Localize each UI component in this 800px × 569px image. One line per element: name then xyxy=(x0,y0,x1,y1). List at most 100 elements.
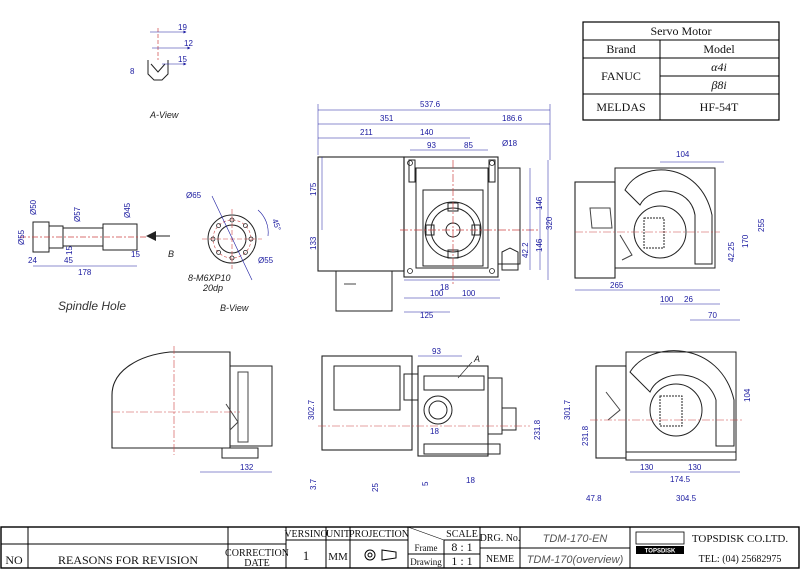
b-view-dim-d65: Ø65 xyxy=(186,191,202,200)
tb-unit-value: MM xyxy=(328,551,348,563)
spindle-dim-45: 45 xyxy=(64,256,73,265)
sb-dim-231: 231.8 xyxy=(581,425,590,446)
tb-scale-label: SCALE xyxy=(446,529,478,540)
front-dim-d18: Ø18 xyxy=(502,139,518,148)
spindle-dim-d55: Ø55 xyxy=(17,229,26,245)
tb-tel: TEL: (04) 25682975 xyxy=(699,554,782,565)
sb-dim-104: 104 xyxy=(743,388,752,402)
fb-dim-302: 302.7 xyxy=(307,399,316,420)
b-view-thread-depth: 20dp xyxy=(202,283,223,293)
fb-dim-18b: 18 xyxy=(466,476,475,485)
front-dim-146b: 146 xyxy=(535,238,544,252)
side-dim-100: 100 xyxy=(660,295,674,304)
sb-dim-130b: 130 xyxy=(688,463,702,472)
fb-dim-5: 5 xyxy=(421,481,430,486)
side-dim-104: 104 xyxy=(676,150,690,159)
spindle-dim-d50: Ø50 xyxy=(29,199,38,215)
front-dim-85: 85 xyxy=(464,141,473,150)
sb-dim-304: 304.5 xyxy=(676,494,697,503)
spindle-dim-d45: Ø45 xyxy=(123,202,132,218)
servo-col-brand: Brand xyxy=(606,42,635,56)
sb-dim-130a: 130 xyxy=(640,463,654,472)
fb-callout-a: A xyxy=(473,354,480,364)
tb-projection-label: PROJECTION xyxy=(349,529,409,540)
front-dim-133: 133 xyxy=(309,236,318,250)
tb-drawing-label: Drawing xyxy=(410,557,442,567)
company-logo-text: TOPSDISK xyxy=(645,549,676,555)
left-bottom-view: 132 xyxy=(111,346,273,473)
front-dim-93: 93 xyxy=(427,141,436,150)
sb-dim-47: 47.8 xyxy=(586,494,602,503)
b-arrow-label: B xyxy=(168,249,174,259)
spindle-hole-caption: Spindle Hole xyxy=(58,299,126,313)
tb-name-label: NEME xyxy=(486,554,514,565)
tb-frame-scale: 8 : 1 xyxy=(451,540,472,554)
tb-version-label: VERSINO xyxy=(284,529,327,540)
tb-version-value: 1 xyxy=(303,548,310,563)
sb-dim-174: 174.5 xyxy=(670,475,691,484)
tb-unit-label: UNIT xyxy=(326,529,350,540)
servo-motor-table: Servo Motor Brand Model FANUC α4i β8i ME… xyxy=(582,21,780,121)
b-view: Ø65 45° Ø55 8-M6XP10 20dp B-View xyxy=(186,191,283,313)
tb-company: TOPSDISK CO.LTD. xyxy=(692,533,789,545)
fb-dim-18a: 18 xyxy=(430,427,439,436)
spindle-hole-view: Ø50 Ø57 Ø45 Ø55 24 45 178 15 15 Spindle … xyxy=(17,199,148,313)
a-view-dim-12: 12 xyxy=(184,39,193,48)
side-top-view: 104 42.25 170 255 265 100 26 70 xyxy=(574,150,766,321)
servo-model-b8i: β8i xyxy=(710,78,726,92)
side-dim-255: 255 xyxy=(757,218,766,232)
side-dim-42: 42.25 xyxy=(727,241,736,262)
fb-dim-231: 231.8 xyxy=(533,419,542,440)
side-dim-70: 70 xyxy=(708,311,717,320)
tb-drg-no-label: DRG. No. xyxy=(480,533,521,544)
b-view-dim-45deg: 45° xyxy=(270,218,283,232)
b-view-caption: B-View xyxy=(220,303,249,313)
servo-table-title: Servo Motor xyxy=(651,24,712,38)
a-view: 19 12 8 15 A-View xyxy=(130,23,193,120)
spindle-dim-24: 24 xyxy=(28,256,37,265)
a-view-dim-19: 19 xyxy=(178,23,187,32)
fb-dim-25: 25 xyxy=(371,483,380,492)
front-dim-146a: 146 xyxy=(535,196,544,210)
tb-correction-label: CORRECTION xyxy=(225,548,289,559)
spindle-dim-15b: 15 xyxy=(131,250,140,259)
b-view-dim-d55: Ø55 xyxy=(258,256,274,265)
spindle-dim-178: 178 xyxy=(78,268,92,277)
tb-drawing-scale: 1 : 1 xyxy=(451,554,472,568)
fb-dim-3-7: 3.7 xyxy=(309,478,318,490)
side-dim-170: 170 xyxy=(741,234,750,248)
front-dim-211: 211 xyxy=(360,128,373,137)
front-bottom-view: 93 A 18 302.7 3.7 25 5 18 231.8 xyxy=(307,347,542,492)
servo-col-model: Model xyxy=(703,42,735,56)
sb-dim-301: 301.7 xyxy=(563,399,572,420)
spindle-dim-d57: Ø57 xyxy=(73,206,82,222)
tb-no-label: NO xyxy=(5,553,23,567)
front-dim-100b: 100 xyxy=(462,289,476,298)
a-view-dim-15: 15 xyxy=(178,55,187,64)
b-direction-arrow: B xyxy=(146,231,174,259)
tb-drg-no: TDM-170-EN xyxy=(543,533,608,545)
front-dim-125: 125 xyxy=(420,311,434,320)
company-logo: TOPSDISK xyxy=(635,531,685,555)
side-dim-26: 26 xyxy=(684,295,693,304)
spindle-dim-15a: 15 xyxy=(65,246,74,255)
servo-model-hf54t: HF-54T xyxy=(700,100,739,114)
tb-drawing-name: TDM-170(overview) xyxy=(527,554,624,566)
front-dim-320: 320 xyxy=(545,216,554,230)
front-dim-186: 186.6 xyxy=(502,114,523,123)
title-block: NO REASONS FOR REVISION CORRECTION DATE … xyxy=(0,526,800,569)
tb-date-label: DATE xyxy=(244,558,270,569)
front-top-view: 537.6 351 186.6 211 140 93 85 Ø18 xyxy=(309,100,554,320)
front-dim-140: 140 xyxy=(420,128,434,137)
fb-dim-93: 93 xyxy=(432,347,441,356)
side-bottom-view: 301.7 231.8 104 130 130 174.5 47.8 304.5 xyxy=(563,350,752,503)
projection-symbol-icon xyxy=(364,549,397,561)
tb-frame-label: Frame xyxy=(415,543,438,553)
left-bottom-dim-132: 132 xyxy=(240,463,254,472)
a-view-dim-8: 8 xyxy=(130,67,135,76)
servo-brand-meldas: MELDAS xyxy=(596,100,645,114)
front-dim-42: 42.2 xyxy=(521,242,530,258)
servo-brand-fanuc: FANUC xyxy=(601,69,641,83)
b-view-thread-spec: 8-M6XP10 xyxy=(188,273,231,283)
